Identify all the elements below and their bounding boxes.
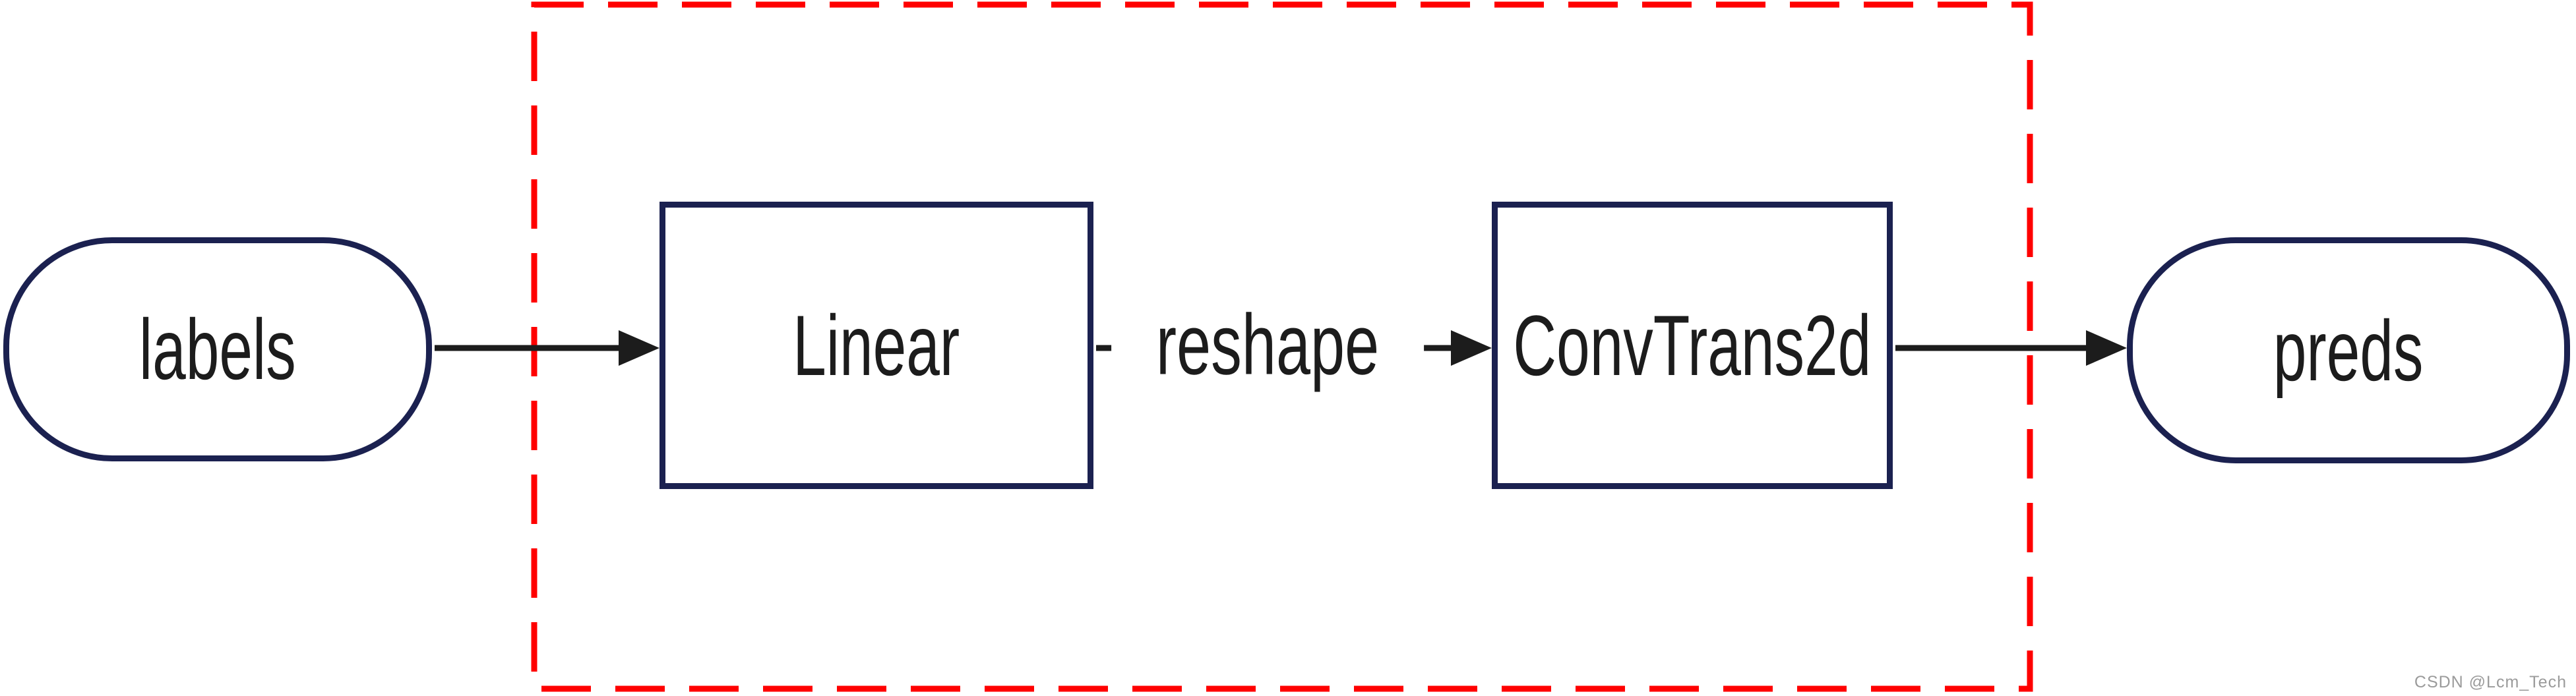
node-linear: Linear: [659, 202, 1093, 489]
arrowhead-icon: [619, 330, 659, 366]
node-linear-text: Linear: [793, 297, 960, 393]
edge-label-reshape-text: reshape: [1155, 296, 1380, 393]
edge-labels-to-linear: [435, 330, 659, 366]
node-convtrans2d: ConvTrans2d: [1492, 202, 1893, 489]
node-convtrans2d-text: ConvTrans2d: [1513, 297, 1872, 393]
arrowhead-icon: [1451, 330, 1492, 366]
edge-label-reshape: reshape: [1111, 299, 1424, 390]
node-preds: preds: [2127, 237, 2570, 463]
node-preds-text: preds: [2273, 302, 2424, 399]
arrowhead-icon: [2086, 330, 2127, 366]
watermark: CSDN @Lcm_Tech: [2414, 673, 2567, 691]
node-labels-text: labels: [139, 301, 296, 397]
node-labels: labels: [3, 237, 432, 461]
edge-convtrans2d-to-preds: [1895, 330, 2127, 366]
